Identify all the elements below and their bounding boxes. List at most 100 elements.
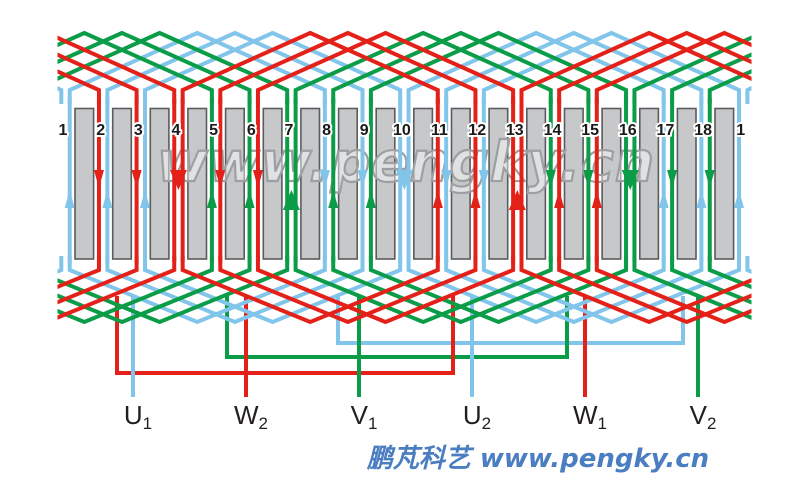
coil-bottom-end — [745, 256, 752, 274]
coil-top-end — [406, 30, 666, 104]
coil-top-end — [594, 30, 752, 104]
terminal-letter: V — [351, 400, 369, 430]
stator-teeth — [74, 107, 735, 260]
arrow-down-icon — [441, 170, 452, 188]
coil-top-end — [368, 30, 629, 104]
coil-top-end — [57, 30, 214, 104]
coil-top-end — [180, 30, 440, 104]
coil-bottom-end — [57, 256, 214, 325]
arrow-up-icon — [328, 190, 339, 208]
terminal-subscript: 2 — [482, 414, 491, 433]
stator-tooth — [224, 107, 246, 260]
arrow-down-icon — [319, 170, 330, 188]
slot-number: 4 — [172, 122, 181, 139]
arrow-up-icon — [432, 190, 443, 208]
arrow-up-icon — [658, 190, 669, 208]
terminal-label-v1: V1 — [351, 400, 378, 433]
arrow-down-icon — [252, 170, 263, 188]
slot-number: 14 — [544, 122, 562, 139]
coil-bottom-end — [57, 256, 177, 320]
arrow-up-icon — [140, 190, 150, 208]
coil-top-end — [57, 86, 64, 104]
top-end-windings — [57, 30, 752, 104]
slot-number: 18 — [694, 122, 712, 139]
terminal-letter: V — [690, 400, 708, 430]
current-direction-arrows — [64, 170, 744, 210]
terminal-letter: W — [234, 400, 259, 430]
terminal-label-w2: W2 — [234, 400, 268, 433]
coil-bottom-end — [481, 256, 741, 325]
slot-number: 2 — [96, 122, 105, 139]
coil-top-end — [57, 30, 252, 104]
arrow-down-icon — [545, 170, 556, 188]
coil-bottom-end — [368, 256, 629, 325]
arrow-down-icon — [667, 170, 678, 188]
coil-top-end — [67, 30, 327, 104]
stator-tooth — [601, 107, 622, 260]
slot-numbers: 1 2 3 4 5 6 7 8 9 10 11 12 13 14 15 16 1… — [57, 120, 748, 141]
slot-number: 3 — [134, 122, 143, 139]
stator-tooth — [149, 107, 170, 260]
slot-number: 17 — [657, 122, 675, 139]
coil-bottom-end — [255, 256, 516, 325]
coil-bottom-end — [707, 256, 752, 290]
slot-number: 6 — [247, 122, 256, 139]
arrow-up-icon — [508, 190, 526, 210]
coil-top-end — [255, 30, 516, 104]
slot-number: 7 — [284, 122, 293, 139]
terminal-label-w1: W1 — [573, 400, 607, 433]
slot-number: 13 — [506, 122, 524, 139]
arrow-down-icon — [704, 170, 715, 188]
coil-bottom-end — [444, 256, 704, 325]
slot-number: 5 — [209, 122, 218, 139]
coil-top-end — [331, 30, 591, 104]
coil-bottom-end — [57, 256, 64, 274]
stator-tooth — [74, 107, 95, 260]
terminal-subscript: 2 — [707, 414, 716, 433]
stator-tooth — [488, 107, 509, 260]
coil-bottom-end — [67, 256, 327, 325]
terminal-label-v2: V2 — [690, 400, 717, 433]
stator-tooth — [676, 107, 697, 260]
coil-bottom-end — [57, 256, 252, 325]
coil-bottom-end — [670, 256, 752, 305]
slot-number: 8 — [322, 122, 331, 139]
terminal-letter: W — [573, 400, 598, 430]
terminal-subscript: 1 — [598, 414, 607, 433]
stator-tooth — [111, 107, 133, 260]
coil-bottom-end — [57, 256, 290, 325]
slot-number: 12 — [468, 122, 486, 139]
arrow-up-icon — [591, 190, 602, 208]
arrow-up-icon — [554, 190, 565, 208]
coil-top-end — [57, 69, 101, 104]
stator-tooth — [714, 107, 735, 260]
coil-top-end — [105, 30, 365, 104]
terminal-subscript: 1 — [143, 414, 152, 433]
arrow-down-icon — [478, 170, 489, 188]
coil-top-end — [707, 69, 752, 104]
stator-tooth — [337, 107, 359, 260]
stator-tooth — [187, 107, 208, 260]
coil-top-end — [519, 30, 752, 104]
footer-text: 鹏芃科艺 www.pengky.cn — [366, 444, 709, 474]
arrow-up-icon — [206, 190, 217, 208]
stator-tooth — [563, 107, 584, 260]
coil-bottom-end — [406, 256, 666, 325]
arrow-down-icon — [583, 170, 594, 188]
bottom-end-windings — [57, 256, 752, 325]
terminal-subscript: 2 — [259, 414, 268, 433]
coil-bottom-end — [180, 256, 440, 325]
coil-bottom-end — [105, 256, 365, 325]
coil-top-end — [293, 30, 553, 104]
coil-top-end — [57, 52, 139, 104]
coil-top-end — [57, 30, 290, 104]
stator-tooth — [450, 107, 471, 260]
arrow-down-icon — [215, 170, 226, 188]
stator-tooth — [525, 107, 547, 260]
arrow-up-icon — [734, 190, 744, 208]
slot-number: 1 — [736, 122, 745, 139]
arrow-up-icon — [696, 190, 707, 208]
stator-tooth — [412, 107, 434, 260]
